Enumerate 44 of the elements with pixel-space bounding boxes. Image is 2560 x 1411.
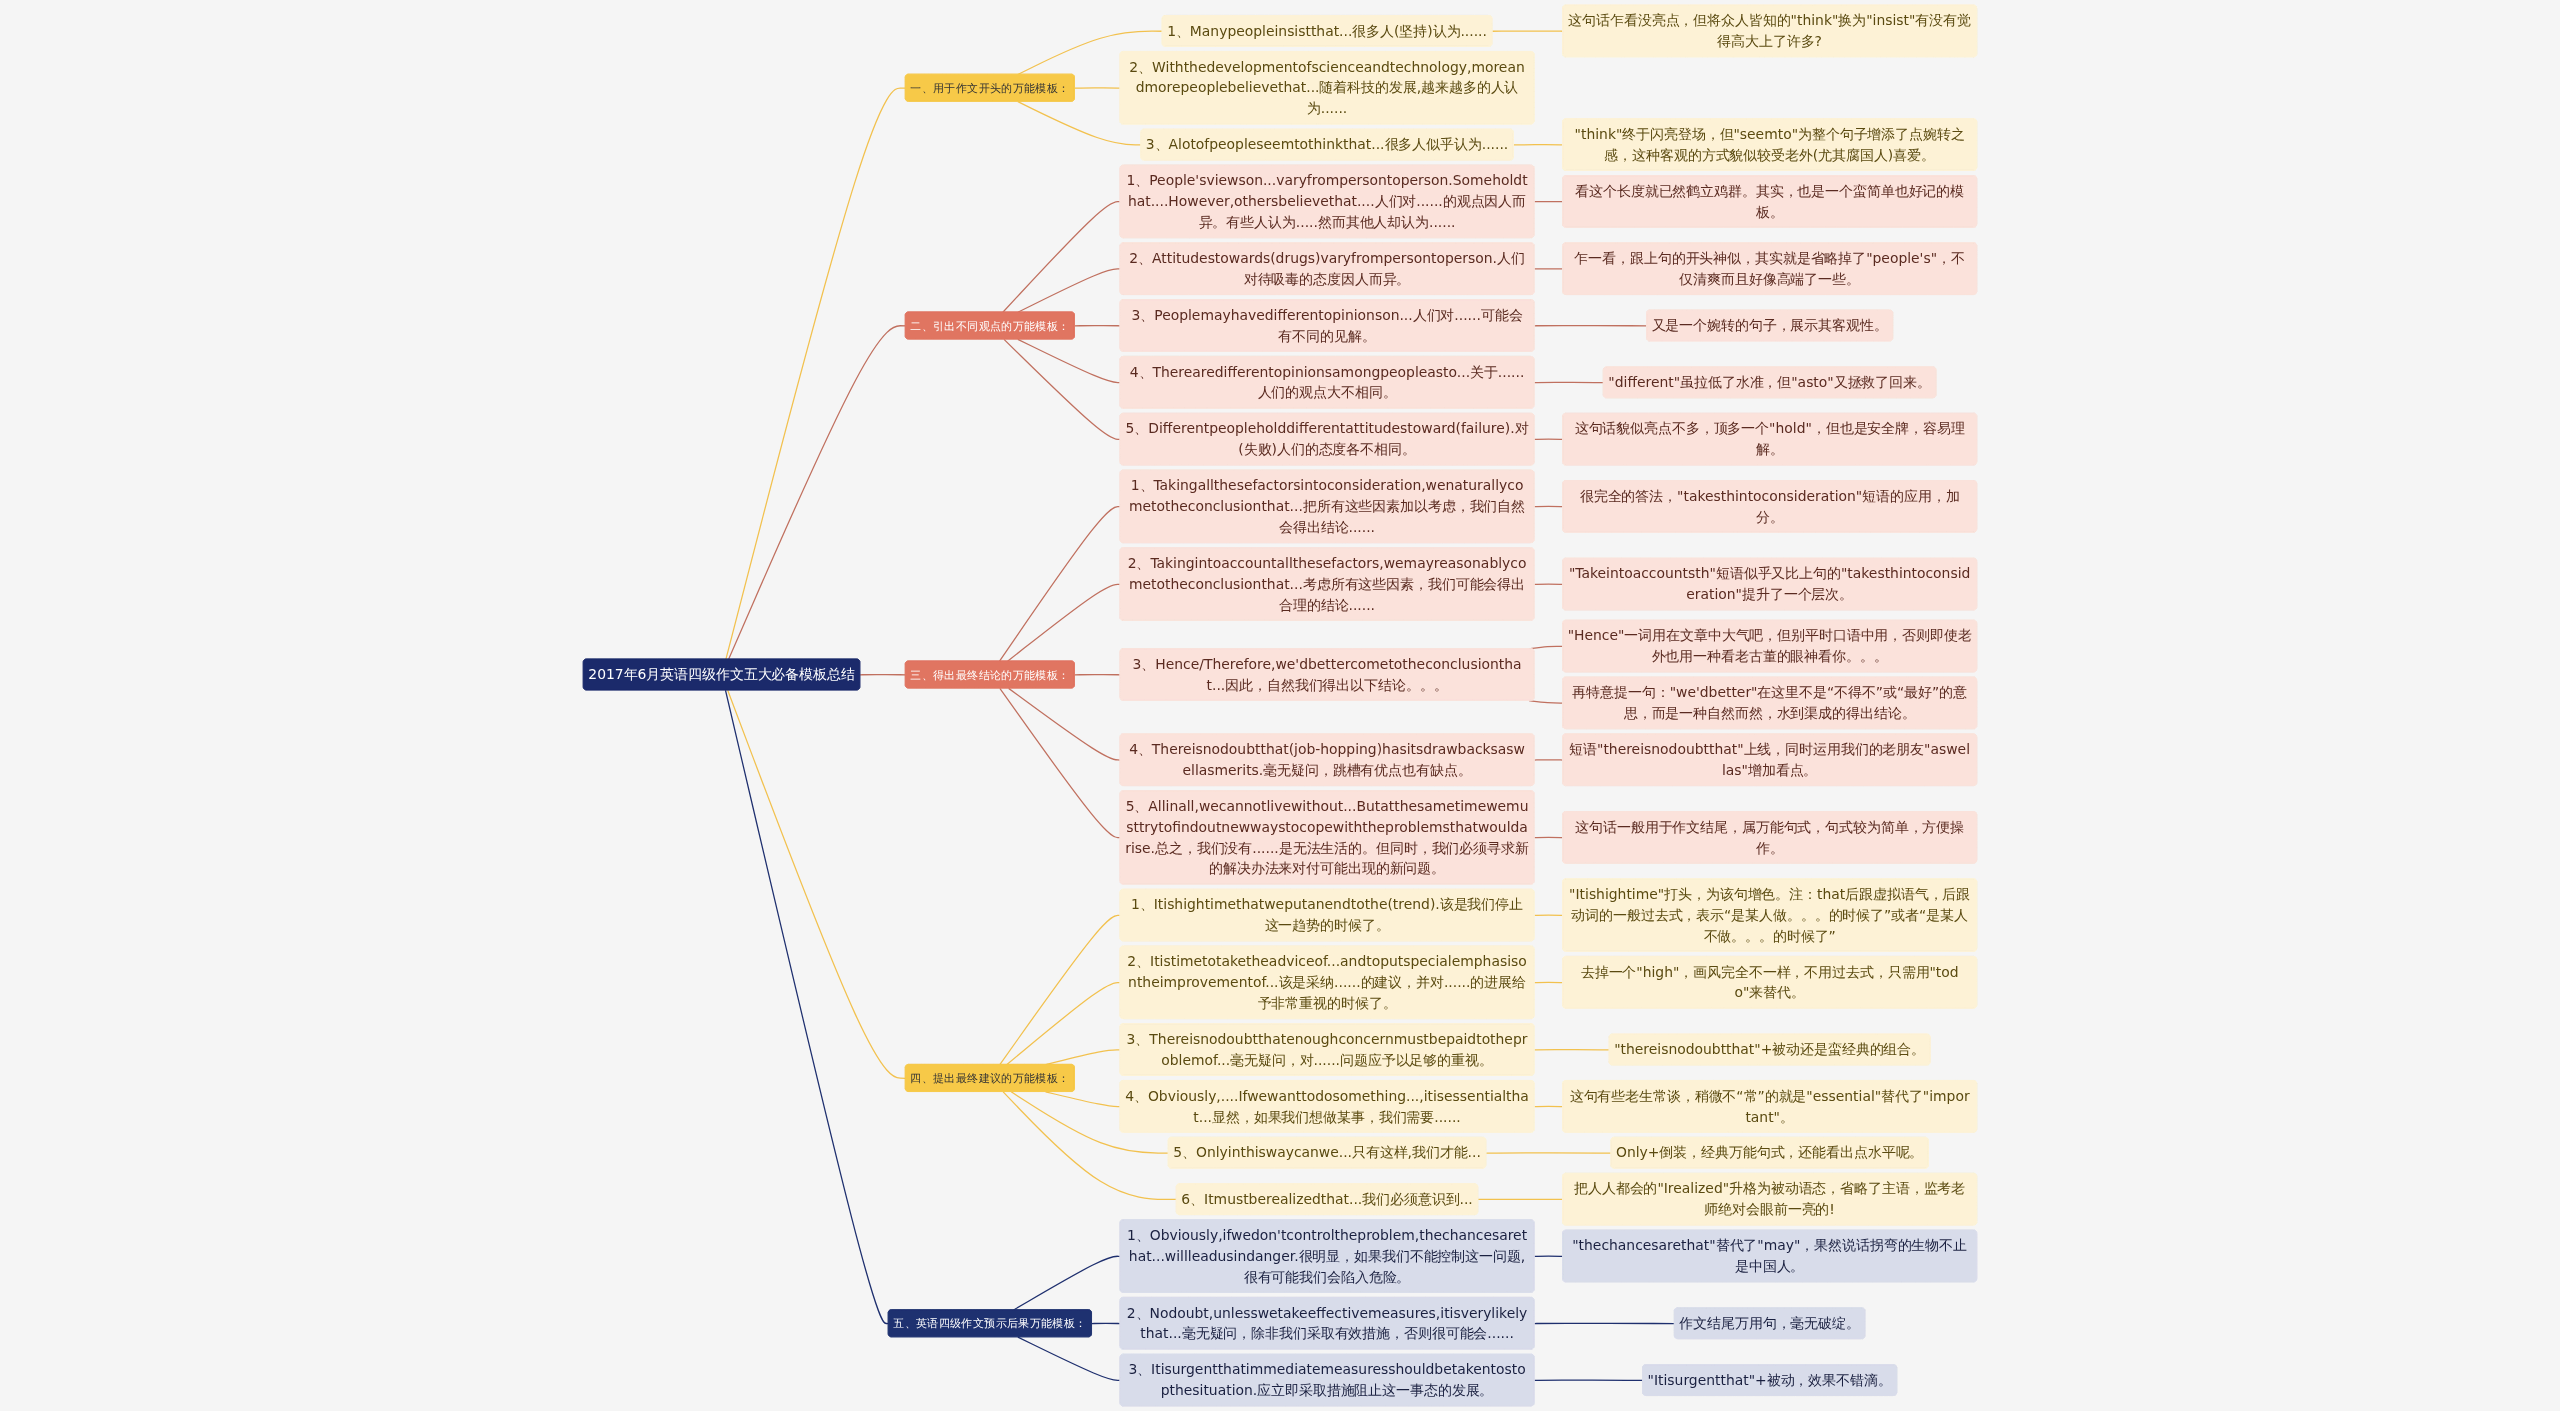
connector	[725, 87, 907, 660]
connector	[859, 673, 907, 676]
connector	[1533, 1049, 1611, 1051]
connector	[1533, 200, 1564, 203]
connector	[1017, 1336, 1121, 1381]
connector	[1533, 1105, 1564, 1108]
connector	[1491, 30, 1564, 32]
connector	[1533, 759, 1564, 761]
connector	[1533, 505, 1564, 508]
connector	[998, 506, 1121, 662]
connector	[1533, 1255, 1564, 1257]
connector	[1002, 1091, 1178, 1201]
connector	[1533, 324, 1648, 327]
connector	[999, 687, 1121, 839]
connector	[1533, 381, 1605, 384]
connector	[1091, 1322, 1121, 1325]
connector	[1533, 914, 1564, 916]
connector	[1003, 338, 1121, 441]
connector	[1017, 338, 1121, 384]
connector	[1533, 981, 1564, 984]
connector	[1485, 1152, 1612, 1154]
connector	[1533, 836, 1564, 839]
connector	[1533, 583, 1564, 585]
connector	[1017, 30, 1164, 76]
connector	[999, 914, 1121, 1066]
connector	[1074, 324, 1121, 327]
connector	[1074, 673, 1121, 676]
connector	[1008, 687, 1121, 761]
connector	[1533, 268, 1564, 270]
connector	[1528, 700, 1564, 704]
connector	[728, 325, 907, 660]
connector	[1002, 201, 1121, 313]
connector	[1533, 438, 1564, 441]
connector	[1513, 144, 1564, 146]
connector	[1006, 981, 1121, 1066]
connector	[724, 689, 890, 1325]
connector	[1477, 1198, 1564, 1201]
connector	[727, 689, 907, 1079]
connector	[1533, 1322, 1676, 1325]
connector	[1533, 1379, 1644, 1381]
connector	[1010, 1091, 1170, 1154]
connector	[1006, 583, 1121, 662]
connector	[1074, 87, 1121, 89]
connector	[1017, 101, 1142, 146]
